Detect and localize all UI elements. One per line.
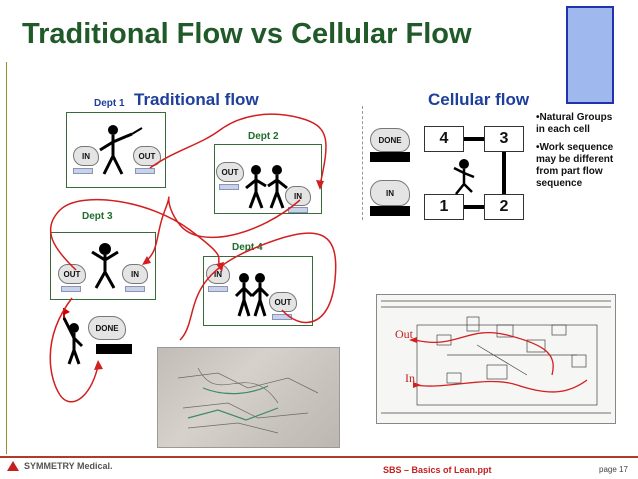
company-name: SYMMETRY Medical. — [24, 461, 113, 471]
sketch-in-label: In — [405, 371, 415, 385]
dept-4-out-tag — [272, 314, 292, 320]
footer-file-name: SBS – Basics of Lean.ppt — [383, 465, 492, 475]
photo-sketch-icon — [177, 367, 319, 434]
symmetry-logo-icon — [7, 461, 19, 471]
company-logo: SYMMETRY Medical. — [6, 460, 113, 472]
cellular-layout-sketch: Out In — [376, 294, 616, 424]
dept-3-out-tag — [61, 286, 81, 292]
stick-figure-icon — [245, 165, 288, 209]
dept-3-out: OUT — [58, 264, 86, 284]
layout-drawing-icon — [381, 300, 611, 414]
section-divider — [362, 106, 363, 220]
dept-4-in-tag — [208, 286, 228, 292]
dept-1-label: Dept 1 — [94, 98, 125, 109]
dept-4-in: IN — [206, 264, 230, 284]
stick-figure-icon — [91, 243, 119, 289]
dept-1-in-tag — [73, 168, 93, 174]
done-bar — [96, 344, 132, 354]
page-number: page 17 — [599, 465, 628, 474]
dept-3-in: IN — [122, 264, 148, 284]
left-rule — [6, 62, 7, 454]
sketch-out-label: Out — [395, 327, 413, 341]
footer-rule — [0, 456, 638, 458]
bullet-natural-groups: •Natural Groups in each cell — [536, 112, 613, 135]
dept-1-out-tag — [135, 168, 155, 174]
cellular-done: DONE — [370, 128, 410, 152]
dept-3-label: Dept 3 — [82, 211, 113, 222]
traditional-done: DONE — [88, 316, 126, 340]
dept-2-label: Dept 2 — [248, 131, 279, 142]
dept-1-in: IN — [73, 146, 99, 166]
cellular-in-bar — [370, 206, 410, 216]
cellular-done-bar — [370, 152, 410, 162]
traditional-flow-heading: Traditional flow — [134, 90, 259, 109]
accent-box — [566, 6, 614, 104]
dept-2-out: OUT — [216, 162, 244, 182]
dept-1-out: OUT — [133, 146, 161, 166]
cell-1: 1 — [424, 194, 464, 220]
cell-2: 2 — [484, 194, 524, 220]
dept-2-in: IN — [285, 186, 311, 206]
cellular-flow-heading: Cellular flow — [428, 90, 530, 109]
cellular-bullets: •Natural Groups in each cell •Work seque… — [536, 112, 614, 196]
cellular-connectors — [453, 137, 506, 209]
bullet-work-sequence: •Work sequence may be different from par… — [536, 142, 614, 189]
stick-figure-icon — [234, 273, 270, 317]
dept-3-in-tag — [125, 286, 145, 292]
dept-2-out-tag — [219, 184, 239, 190]
cell-3: 3 — [484, 126, 524, 152]
cellular-in: IN — [370, 180, 410, 206]
slide-title: Traditional Flow vs Cellular Flow — [22, 18, 472, 50]
layout-photo — [157, 347, 340, 448]
dept-4-label: Dept 4 — [232, 242, 263, 253]
cell-4: 4 — [424, 126, 464, 152]
stick-figure-icon — [99, 125, 143, 175]
